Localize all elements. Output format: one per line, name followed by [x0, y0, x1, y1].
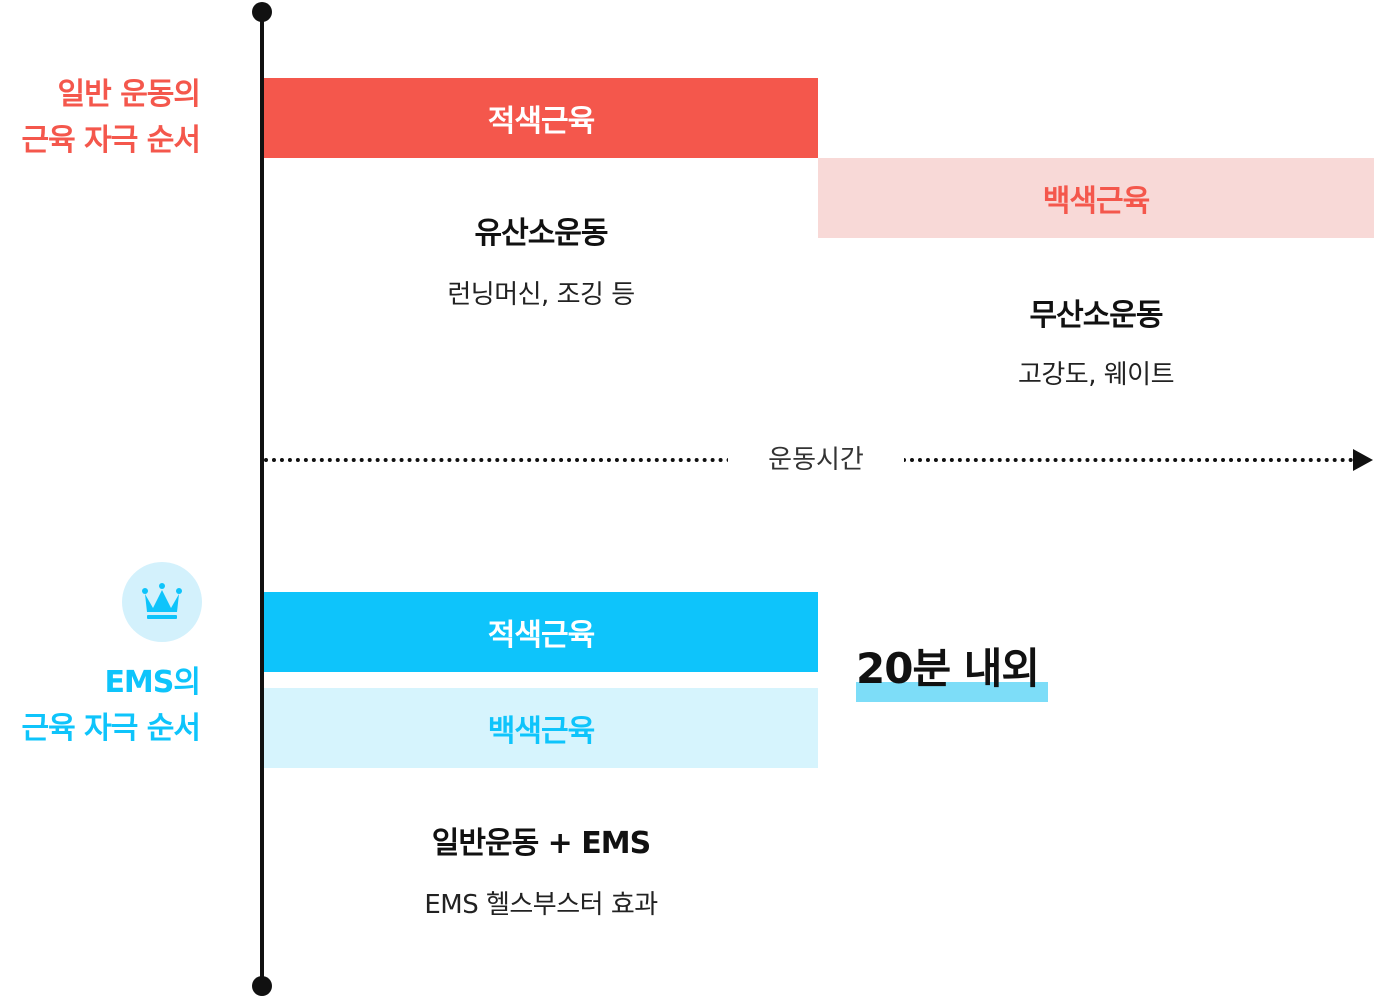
ems-label-line2: 근육 자극 순서 [21, 711, 202, 746]
general-label-line1: 일반 운동의 [57, 77, 201, 112]
general-exercise-label: 일반 운동의 근육 자극 순서 [0, 72, 202, 164]
general-white-muscle-bar: 백색근육 [818, 158, 1374, 238]
aerobic-title: 유산소운동 [474, 216, 609, 251]
ems-white-muscle-label: 백색근육 [487, 714, 595, 749]
vertical-axis-line [260, 12, 264, 986]
ems-combo-subtitle: EMS 헬스부스터 효과 [424, 890, 658, 920]
ems-white-muscle-bar: 백색근육 [264, 688, 818, 768]
ems-label-line1: EMS의 [104, 665, 201, 700]
duration-highlight: 20분 내외 [856, 644, 1040, 693]
ems-combo-title: 일반운동 + EMS [431, 826, 651, 861]
general-white-muscle-label: 백색근육 [1042, 184, 1150, 219]
general-red-muscle-label: 적색근육 [487, 104, 595, 139]
crown-badge [122, 562, 202, 642]
axis-bottom-dot [252, 976, 272, 996]
general-label-line2: 근육 자극 순서 [21, 123, 202, 158]
crown-icon [142, 583, 182, 619]
aerobic-subtitle: 런닝머신, 조깅 등 [447, 280, 635, 310]
axis-top-dot [252, 2, 272, 22]
anaerobic-subtitle: 고강도, 웨이트 [1017, 360, 1175, 390]
time-axis-label: 운동시간 [728, 440, 904, 480]
anaerobic-title: 무산소운동 [1029, 298, 1164, 333]
general-red-muscle-bar: 적색근육 [264, 78, 818, 158]
highlight-underline [856, 682, 1048, 702]
ems-label: EMS의 근육 자극 순서 [0, 660, 202, 752]
ems-red-muscle-label: 적색근육 [487, 618, 595, 653]
ems-red-muscle-bar: 적색근육 [264, 592, 818, 672]
arrow-right-icon [1353, 449, 1373, 471]
